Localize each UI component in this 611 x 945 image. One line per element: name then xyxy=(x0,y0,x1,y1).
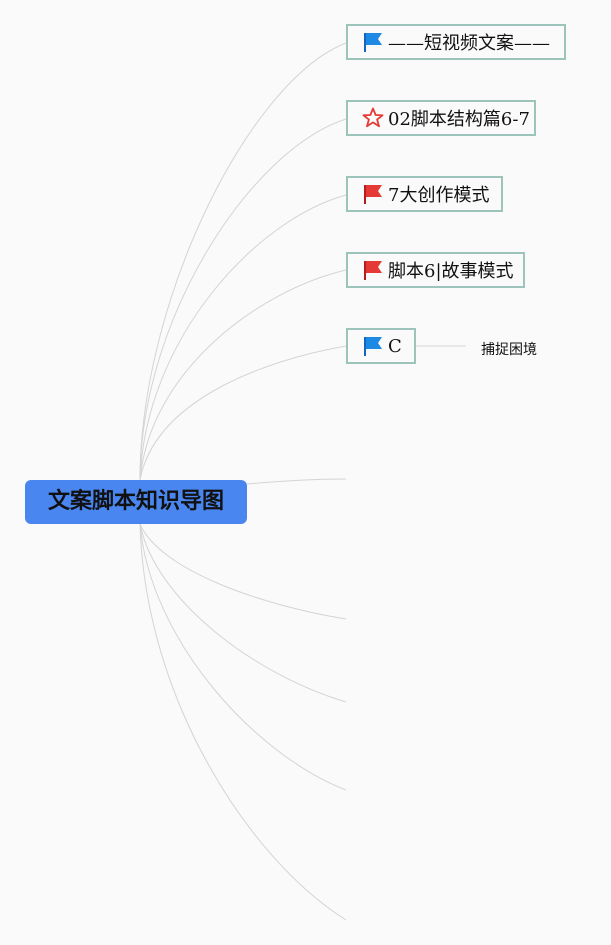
red-flag-icon xyxy=(364,185,382,204)
connector-branch-2 xyxy=(139,118,347,481)
root-node-label: 文案脚本知识导图 xyxy=(47,489,224,514)
branch-node-label: C xyxy=(388,335,402,357)
connector-branch-4 xyxy=(139,269,347,481)
connector-unlabeled-3 xyxy=(139,523,347,703)
connector-unlabeled-1 xyxy=(246,478,347,485)
blue-flag-icon xyxy=(364,337,382,356)
root-node[interactable]: 文案脚本知识导图 xyxy=(25,480,247,524)
branch-node-label: 7大创作模式 xyxy=(388,185,490,206)
red-star-icon xyxy=(362,107,384,128)
leaf-node-capture-dilemma[interactable]: 捕捉困境 xyxy=(481,339,537,359)
branch-node-c[interactable]: C xyxy=(346,328,416,364)
leaf-node-label: 捕捉困境 xyxy=(481,342,537,358)
connector-unlabeled-5 xyxy=(139,523,347,921)
branch-node-script-structure[interactable]: 02脚本结构篇6-7 xyxy=(346,100,536,136)
branch-node-label: ——短视频文案—— xyxy=(388,33,550,54)
branch-node-short-video-copy[interactable]: ——短视频文案—— xyxy=(346,24,566,60)
connector-branch-1 xyxy=(139,42,347,481)
blue-flag-icon xyxy=(364,33,382,52)
branch-node-label: 02脚本结构篇6-7 xyxy=(388,109,530,130)
connector-unlabeled-4 xyxy=(139,523,347,791)
connector-branch-5 xyxy=(139,345,347,481)
branch-node-creation-modes[interactable]: 7大创作模式 xyxy=(346,176,503,212)
red-flag-icon xyxy=(364,261,382,280)
branch-node-story-mode[interactable]: 脚本6|故事模式 xyxy=(346,252,525,288)
branch-node-label: 脚本6|故事模式 xyxy=(388,261,514,282)
connector-branch-3 xyxy=(139,194,347,481)
connector-unlabeled-2 xyxy=(139,523,347,620)
